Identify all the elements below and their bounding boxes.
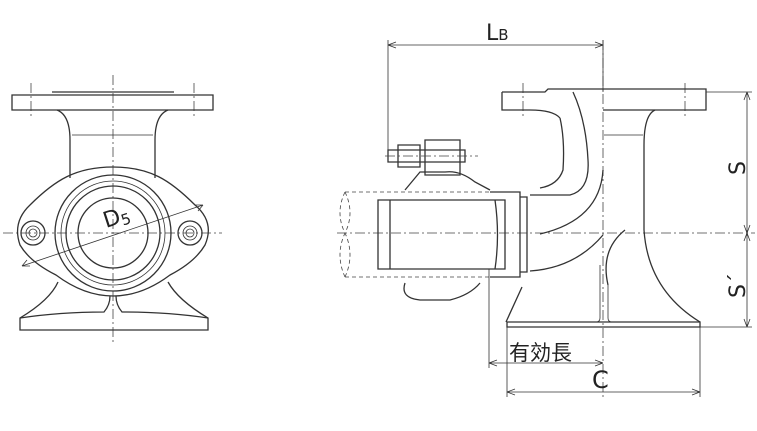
c-label: C	[592, 366, 609, 394]
svg-text:D5: D5	[100, 202, 133, 235]
svg-text:LB: LB	[486, 21, 509, 46]
effective-length-label: 有効長	[509, 341, 572, 365]
s-label: S	[726, 161, 751, 175]
s-prime-label: S´	[726, 273, 751, 298]
lb-label: L	[486, 21, 499, 46]
lb-subscript: B	[498, 26, 508, 44]
front-view: D5	[3, 75, 222, 342]
side-view: LB S S´ 有効長 C	[337, 21, 755, 400]
d5-label: D	[100, 205, 124, 234]
